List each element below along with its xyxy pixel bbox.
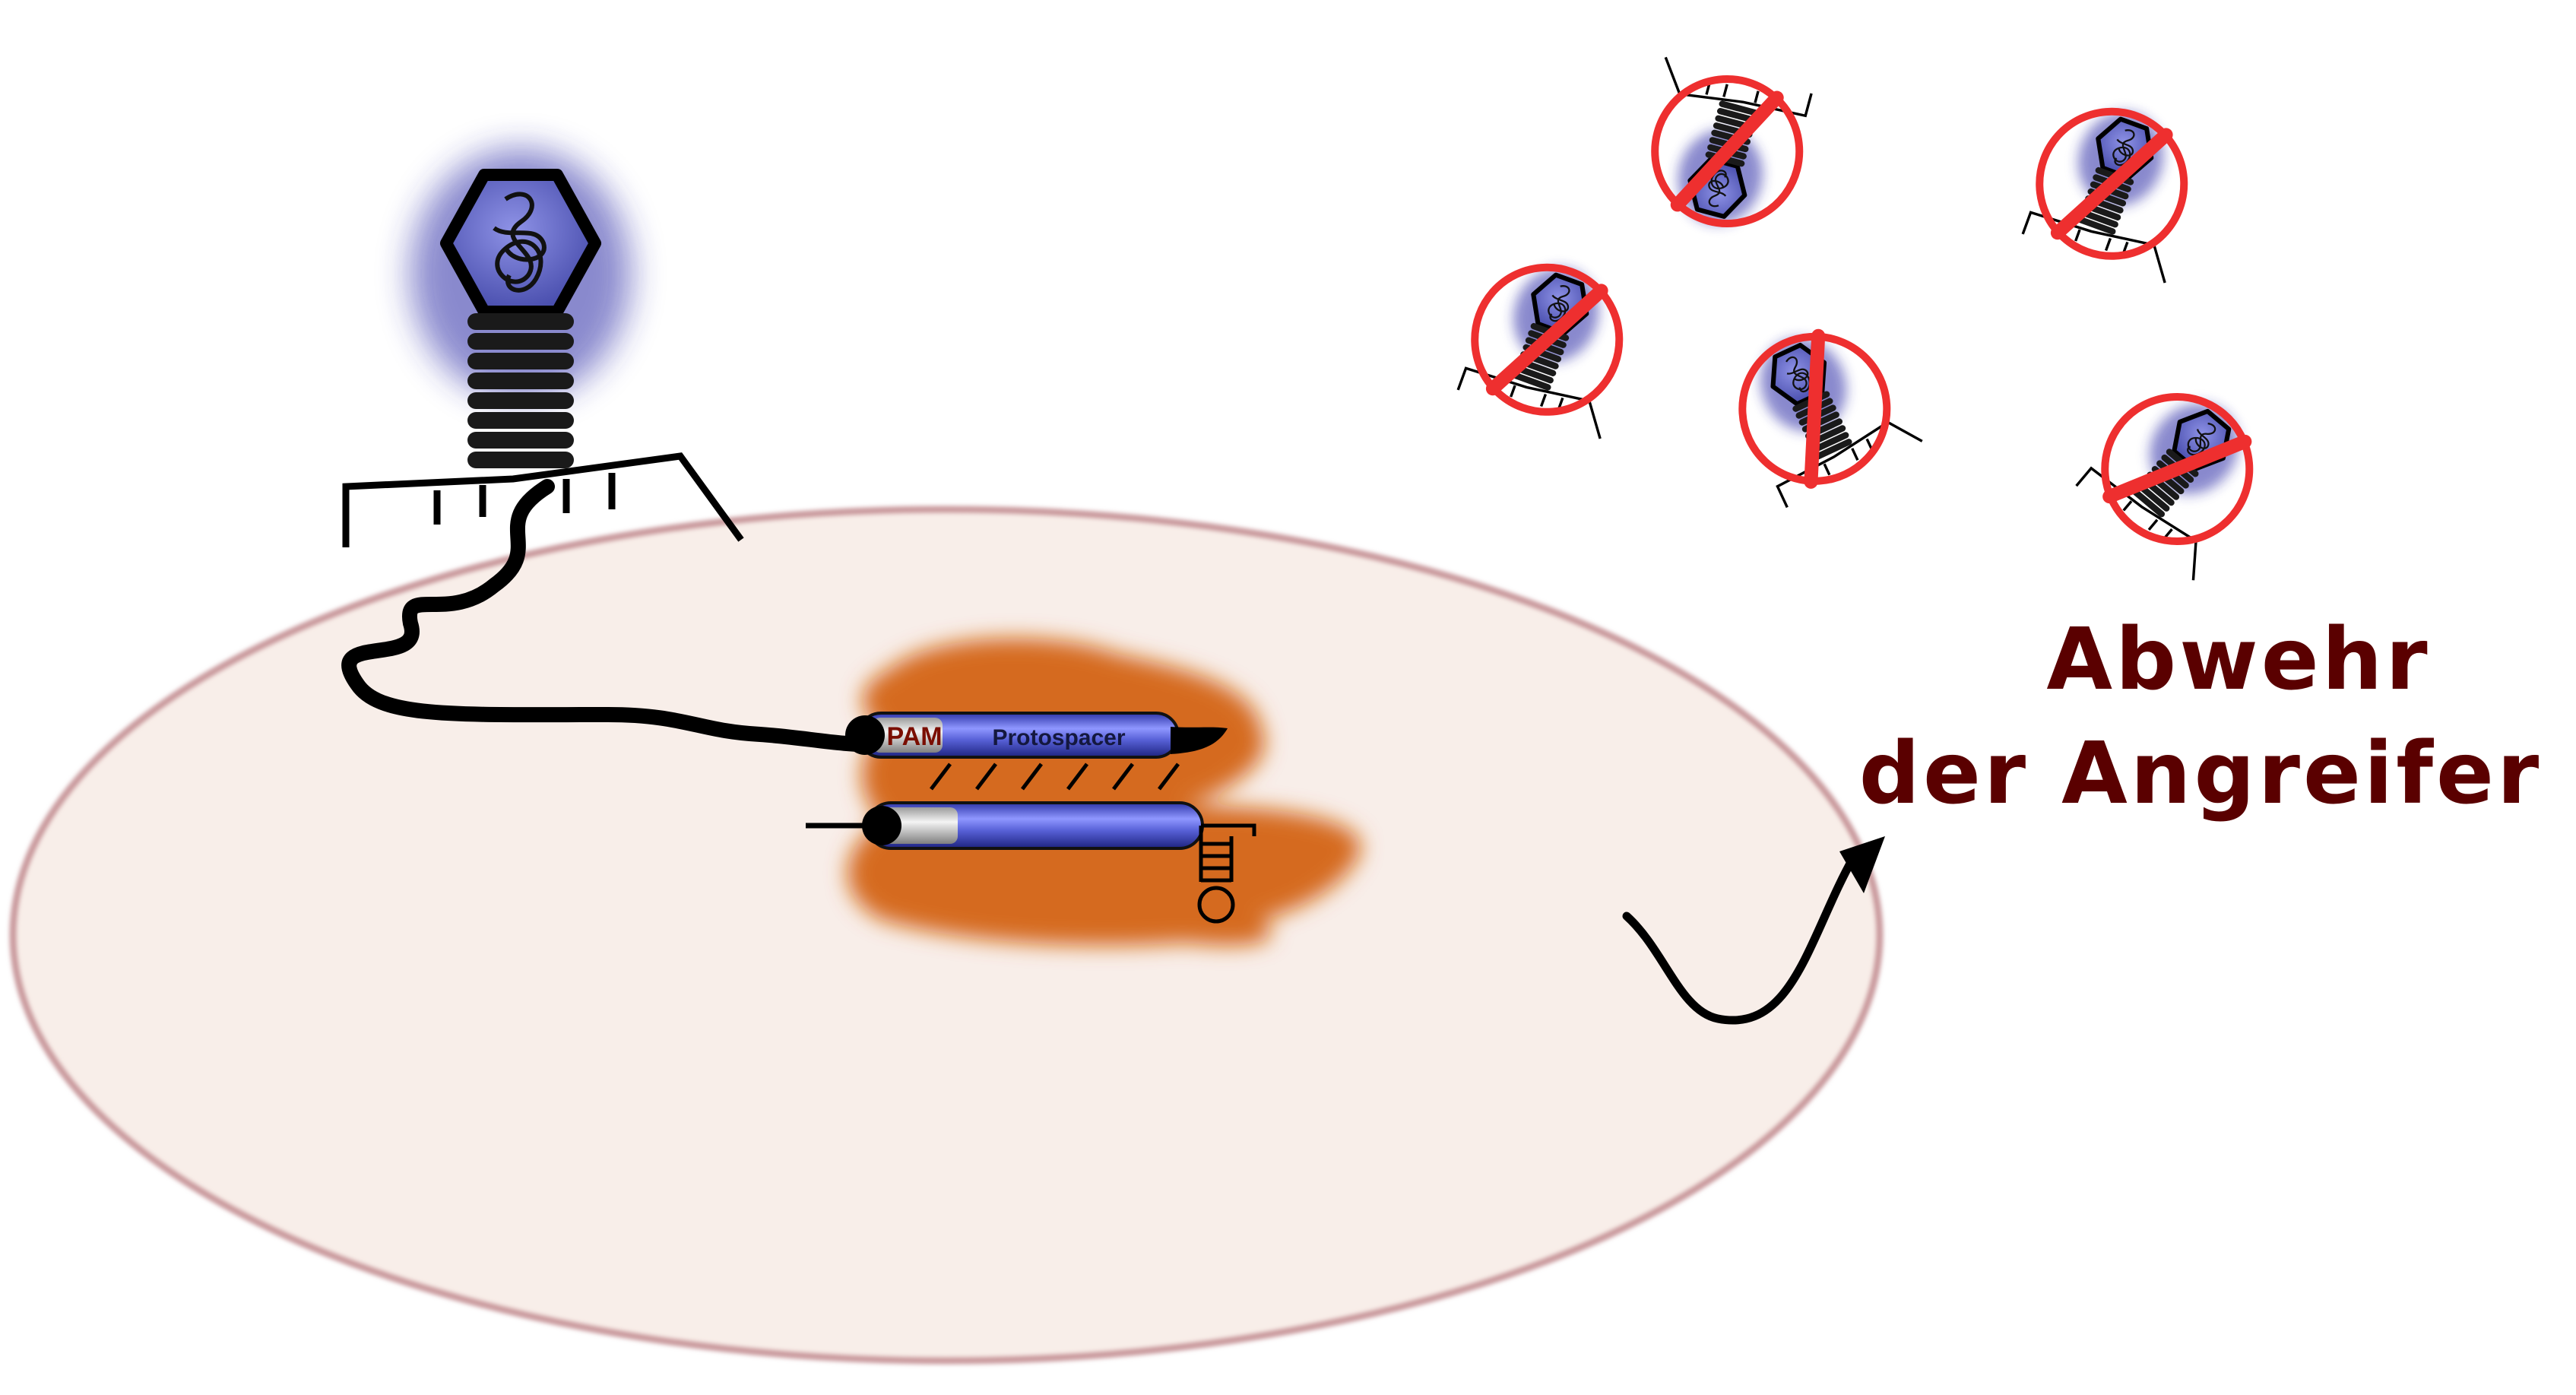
target-dna-protospacer: PAM Protospacer: [845, 712, 1228, 759]
blocked-phage-icon: [2017, 90, 2216, 286]
blocked-phage-icon: [1718, 306, 1923, 510]
base-pairing-marks: [930, 762, 1180, 791]
blocked-phage-icon: [1453, 246, 1651, 442]
pam-label: PAM: [886, 722, 942, 751]
caption-line-2: der Angreifer: [1858, 724, 2543, 823]
curved-arrow-icon: [1622, 836, 1885, 1025]
blocked-phage-icon: [2072, 366, 2289, 582]
protospacer-label: Protospacer: [992, 725, 1125, 750]
blocked-phages: [1453, 55, 2289, 582]
bacterial-cell: [9, 506, 1884, 1365]
crispr-rna-icon: [806, 801, 1256, 924]
blocked-phage-icon: [1627, 55, 1817, 242]
phage-dna-strand: [341, 479, 889, 753]
caption-line-1: Abwehr: [2046, 610, 2431, 709]
